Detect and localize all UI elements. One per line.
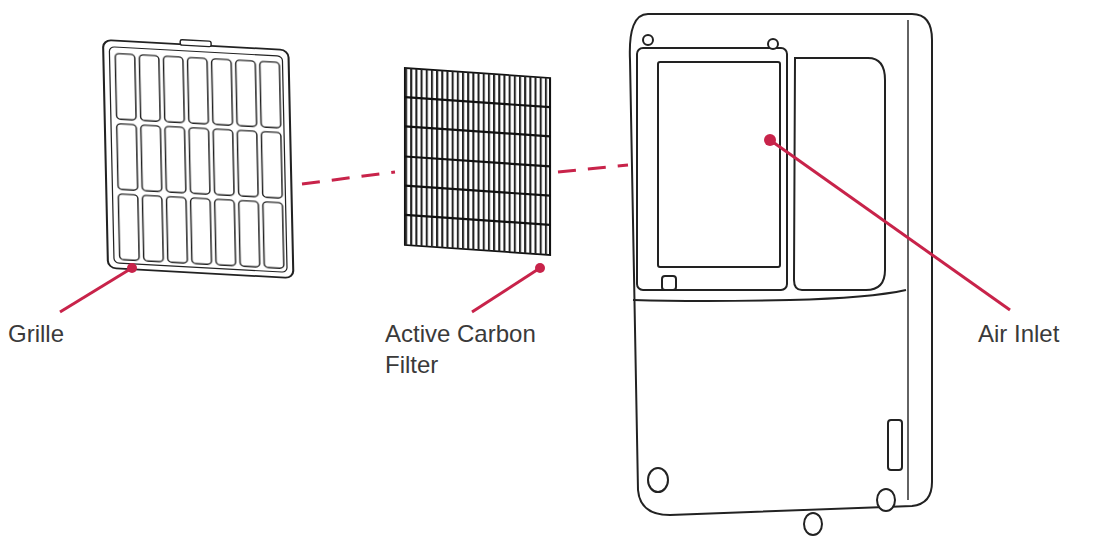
part-label: Grille	[8, 318, 64, 349]
part-label: Air Inlet	[978, 318, 1059, 349]
part-label: Active Carbon Filter	[385, 318, 555, 380]
filter-drawing	[405, 68, 550, 255]
dehumidifier-drawing	[630, 14, 932, 535]
assembly-dash	[302, 165, 628, 184]
leader-line	[60, 140, 1010, 312]
grille-drawing	[103, 35, 294, 278]
leader-dot	[127, 134, 776, 273]
